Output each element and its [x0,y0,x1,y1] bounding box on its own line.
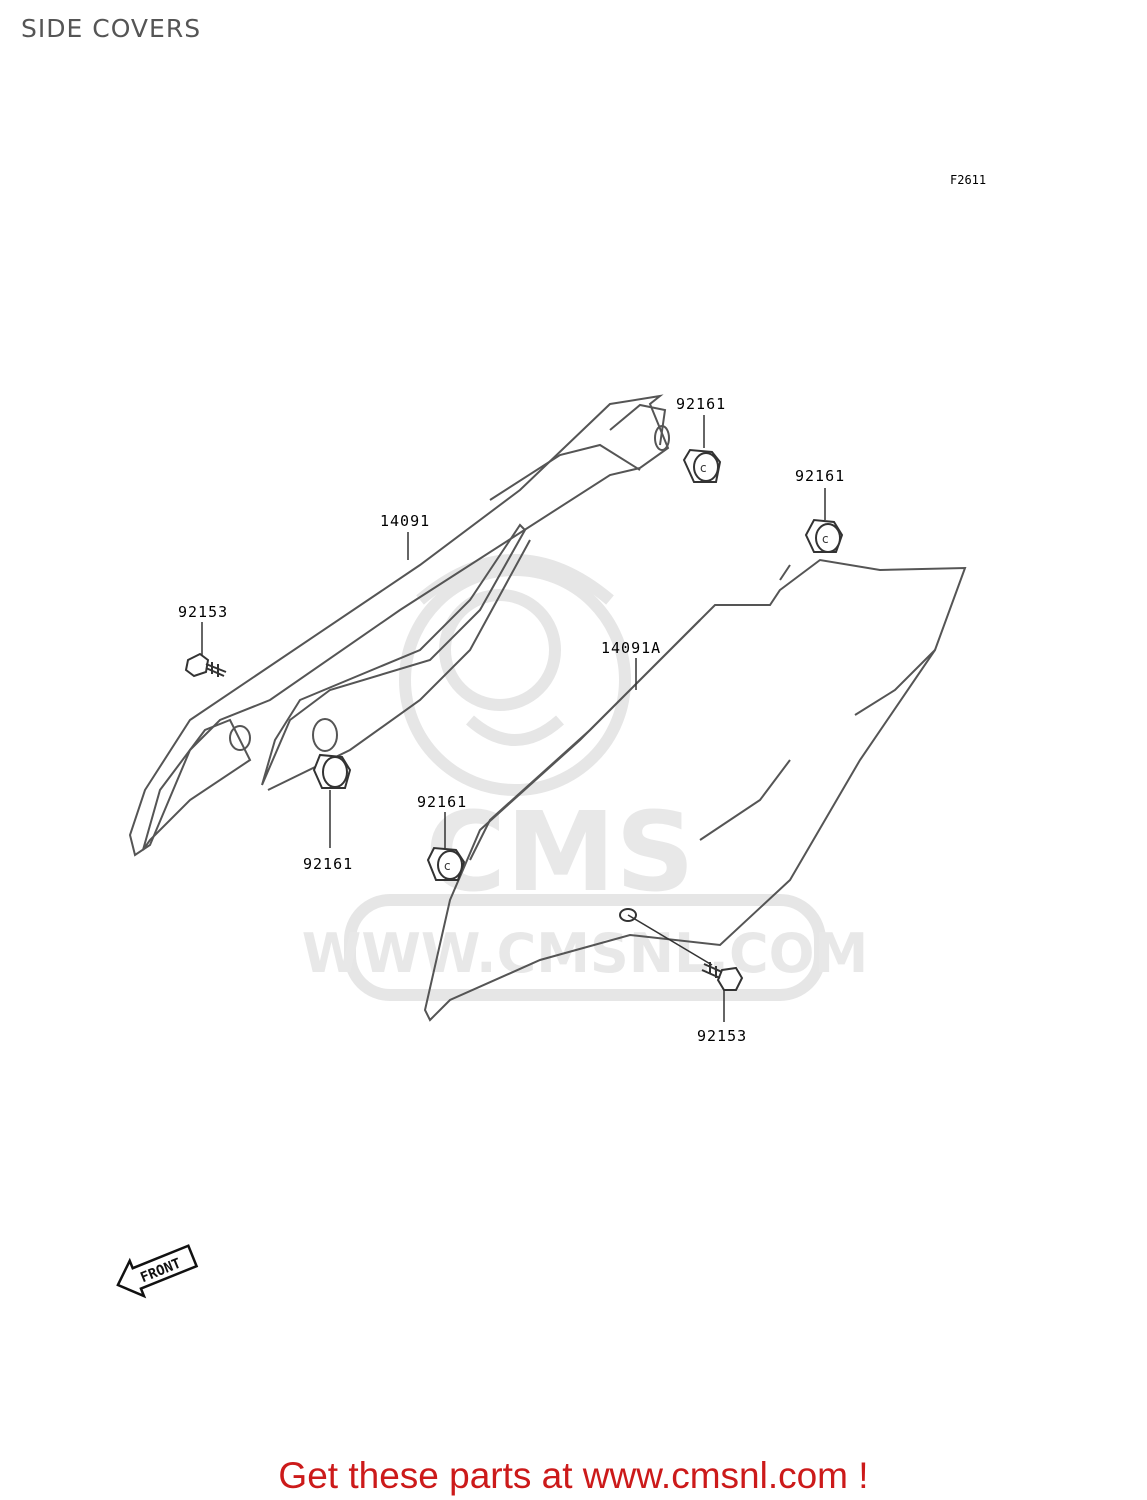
label-grommet-top-left: 92161 [676,395,726,413]
label-grommet-bottom-mid: 92161 [417,793,467,811]
label-bolt-left: 92153 [178,603,228,621]
figure-code: F2611 [950,173,986,187]
label-cover-right: 14091A [601,639,661,657]
svg-text:c: c [700,461,707,475]
label-cover-left: 14091 [380,512,430,530]
svg-text:c: c [444,859,451,873]
grommet-bottom-mid: c [426,846,466,881]
svg-text:c: c [822,532,829,546]
grommet-bottom-left [312,753,352,789]
leader-lines [201,415,826,1022]
watermark-brand: CMS WWW.CMSNL.COM [302,788,868,985]
page-title: SIDE COVERS [21,14,202,43]
side-cover-left [128,394,670,857]
grommet-top-right: c [804,518,844,553]
label-grommet-bottom-left: 92161 [303,855,353,873]
label-grommet-top-right: 92161 [795,467,845,485]
label-bolt-right: 92153 [697,1027,747,1045]
grommet-top-left: c [682,448,722,483]
front-arrow-icon: FRONT [116,1244,199,1299]
footer-link[interactable]: Get these parts at www.cmsnl.com ! [278,1455,869,1496]
side-cover-right [423,558,967,1022]
bolt-left [184,652,227,678]
watermark-url-text: WWW.CMSNL.COM [302,922,868,985]
